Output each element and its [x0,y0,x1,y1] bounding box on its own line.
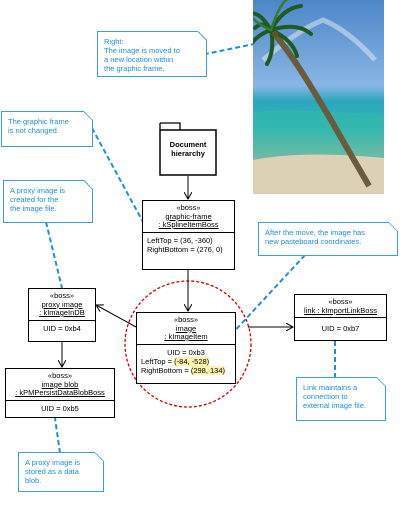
graphic-frame-boss: «boss» graphic-frame : kSplineItemBoss L… [142,200,235,270]
proxy-image-boss: «boss» proxy image : kImageInDB UID = 0x… [28,288,96,342]
connector-frame-unchanged [91,127,144,223]
proxy-image-stereotype: «boss» [49,291,75,300]
image-item-lefttop-label: LeftTop = [141,356,175,366]
document-hierarchy-folder [159,122,217,176]
image-item-stereotype: «boss» [173,315,199,324]
image-item-class: : kImageItem [164,332,208,341]
image-blob-boss: «boss» image blob : kPMPersistDataBlobBo… [5,368,115,418]
note-frame-unchanged: The graphic frame is not changed. [1,111,93,147]
image-item-rightbottom-label: RightBottom = [141,365,191,375]
note-link-maintains: Link maintains a connection to external … [296,377,386,421]
note-after-move: After the move, the image has new pasteb… [258,222,398,256]
graphic-frame-name: graphic-frame [165,211,212,221]
image-item-name: image [175,323,197,333]
image-blob-name: image blob [41,379,79,389]
graphic-frame-lefttop: LeftTop = (36, -360) [147,235,213,245]
image-item-rightbottom: RightBottom = (298, 134) [141,365,231,375]
image-item-uid: UID = 0xb3 [167,347,205,357]
connector-proxy-created [45,221,63,289]
graphic-frame-rightbottom: RightBottom = (276, 0) [147,244,223,254]
link-stereotype: «boss» [328,297,353,306]
note-proxy-created: A proxy image is created for the the ima… [3,180,93,223]
note-proxy-stored: A proxy image is stored as a data blob. [18,452,104,492]
proxy-image-uid: UID = 0xb4 [43,323,81,333]
image-item-lefttop: LeftTop = (-84, -528) [141,356,231,366]
proxy-image-name: proxy image [41,299,83,309]
graphic-frame-class: : kSplineItemBoss [158,220,219,229]
proxy-image-class: : kImageInDB [39,308,85,317]
note-image-moved: Right: The image is moved to a new locat… [97,31,207,77]
palm-tree-photo [253,0,384,194]
image-blob-stereotype: «boss» [47,371,73,380]
link-name: link : kImportLinkBoss [304,305,377,315]
connector-image-to-proxy [96,305,137,328]
document-hierarchy-label: Document hierarchy [169,140,207,158]
image-item-boss: «boss» image : kImageItem UID = 0xb3 Lef… [136,312,236,384]
connector-proxy-stored [54,417,61,454]
link-boss: «boss» link : kImportLinkBoss UID = 0xb7 [294,294,387,341]
image-item-rightbottom-value: (298, 134) [190,365,226,375]
link-uid: UID = 0xb7 [321,324,360,333]
image-blob-uid: UID = 0xb5 [41,403,79,413]
image-item-lefttop-value: (-84, -528) [174,356,210,366]
image-blob-class: : kPMPersistDataBlobBoss [15,388,105,397]
connector-after-move [229,254,306,337]
graphic-frame-stereotype: «boss» [176,203,201,212]
